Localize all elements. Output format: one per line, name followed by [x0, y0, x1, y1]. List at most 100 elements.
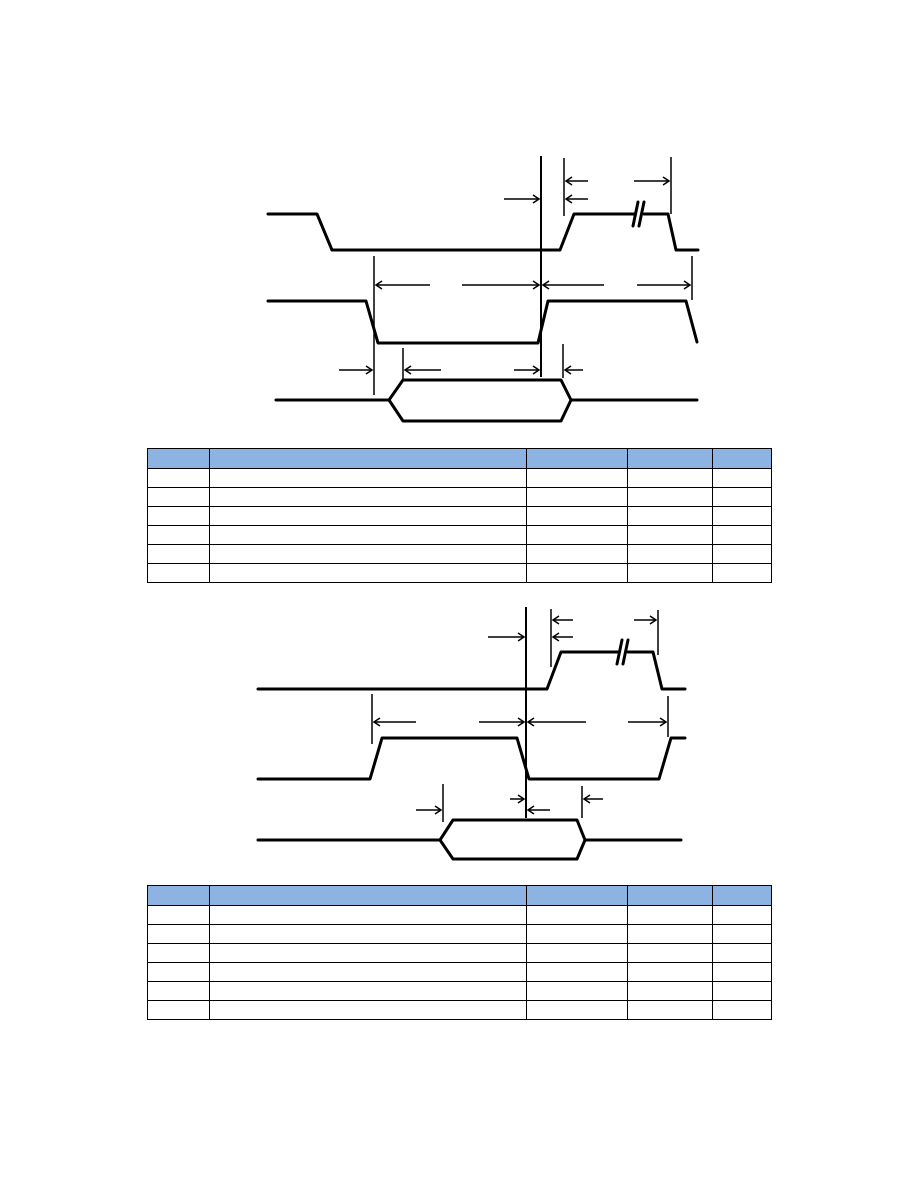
timing-arrow — [488, 632, 526, 642]
table-cell — [209, 525, 527, 545]
timing-arrow — [526, 717, 586, 727]
table-cell — [712, 544, 772, 564]
table-cell — [627, 487, 713, 507]
break-mark — [637, 200, 646, 228]
table-cell — [627, 924, 713, 944]
timing-arrow — [634, 615, 658, 625]
table-row — [147, 563, 772, 583]
table-row — [147, 1000, 772, 1020]
table-cell — [526, 544, 628, 564]
timing-arrow — [634, 176, 671, 186]
table-header-cell — [712, 885, 772, 906]
break-mark — [621, 638, 630, 666]
table-header-cell — [526, 448, 628, 469]
table-cell — [526, 525, 628, 545]
timing-arrow — [514, 365, 541, 375]
table-cell — [627, 1000, 713, 1020]
table-cell — [526, 943, 628, 963]
timing-arrow — [564, 176, 588, 186]
break-mark — [631, 200, 640, 228]
table-header-cell — [209, 885, 527, 906]
table-cell — [712, 981, 772, 1001]
table-cell — [627, 563, 713, 583]
table-cell — [627, 981, 713, 1001]
timing-arrow — [504, 194, 541, 204]
table-cell — [627, 962, 713, 982]
table-cell — [209, 981, 527, 1001]
table-row — [147, 525, 772, 545]
signal-3-bus-valid — [387, 378, 573, 423]
table-cell — [147, 943, 210, 963]
table-cell — [712, 563, 772, 583]
table-cell — [147, 468, 210, 488]
table-row — [147, 905, 772, 925]
table-cell — [147, 981, 210, 1001]
table-cell — [209, 487, 527, 507]
timing-table-2 — [147, 885, 772, 1020]
signal-3-bus-valid — [438, 818, 587, 861]
table-header-cell — [526, 885, 628, 906]
timing-arrow — [403, 365, 441, 375]
table-cell — [712, 905, 772, 925]
table-cell — [209, 468, 527, 488]
table-cell — [209, 1000, 527, 1020]
table-cell — [209, 544, 527, 564]
table-cell — [526, 468, 628, 488]
timing-arrow — [637, 280, 692, 290]
timing-arrow — [526, 805, 550, 815]
timing-arrow — [462, 280, 541, 290]
table-cell — [526, 1000, 628, 1020]
timing-table-1 — [147, 448, 772, 583]
table-cell — [712, 487, 772, 507]
table-cell — [712, 525, 772, 545]
table-cell — [712, 506, 772, 526]
timing-arrow — [563, 365, 583, 375]
table-cell — [147, 563, 210, 583]
timing-arrow — [374, 280, 430, 290]
table-cell — [627, 943, 713, 963]
table-cell — [147, 924, 210, 944]
table-cell — [526, 962, 628, 982]
table-cell — [627, 506, 713, 526]
table-row — [147, 506, 772, 526]
table-cell — [712, 943, 772, 963]
timing-arrow — [582, 794, 603, 804]
timing-arrow — [416, 805, 443, 815]
table-header-cell — [209, 448, 527, 469]
table-header-cell — [712, 448, 772, 469]
table-cell — [712, 962, 772, 982]
timing-arrow — [510, 794, 526, 804]
table-cell — [627, 544, 713, 564]
table-cell — [712, 924, 772, 944]
signal-2-waveform — [266, 299, 699, 345]
timing-arrow — [551, 615, 573, 625]
signal-1-waveform-tail — [642, 212, 700, 252]
table-cell — [526, 924, 628, 944]
table-row — [147, 544, 772, 564]
table-cell — [147, 487, 210, 507]
table-header-cell — [147, 448, 210, 469]
table-cell — [526, 563, 628, 583]
table-header-row — [147, 448, 772, 469]
table-cell — [526, 487, 628, 507]
table-row — [147, 981, 772, 1001]
timing-diagram-1 — [266, 156, 700, 423]
table-row — [147, 943, 772, 963]
timing-arrow — [372, 717, 416, 727]
timing-arrow — [564, 194, 588, 204]
signal-1-waveform-tail — [626, 650, 687, 691]
table-cell — [209, 924, 527, 944]
table-cell — [627, 468, 713, 488]
table-cell — [627, 905, 713, 925]
table-cell — [209, 905, 527, 925]
timing-arrow — [479, 717, 526, 727]
table-cell — [209, 563, 527, 583]
timing-arrow — [628, 717, 668, 727]
break-mark — [615, 638, 624, 666]
table-cell — [627, 525, 713, 545]
signal-2-waveform — [256, 736, 687, 781]
table-row — [147, 924, 772, 944]
table-header-cell — [627, 448, 713, 469]
timing-arrow — [551, 632, 573, 642]
timing-arrow — [339, 365, 374, 375]
